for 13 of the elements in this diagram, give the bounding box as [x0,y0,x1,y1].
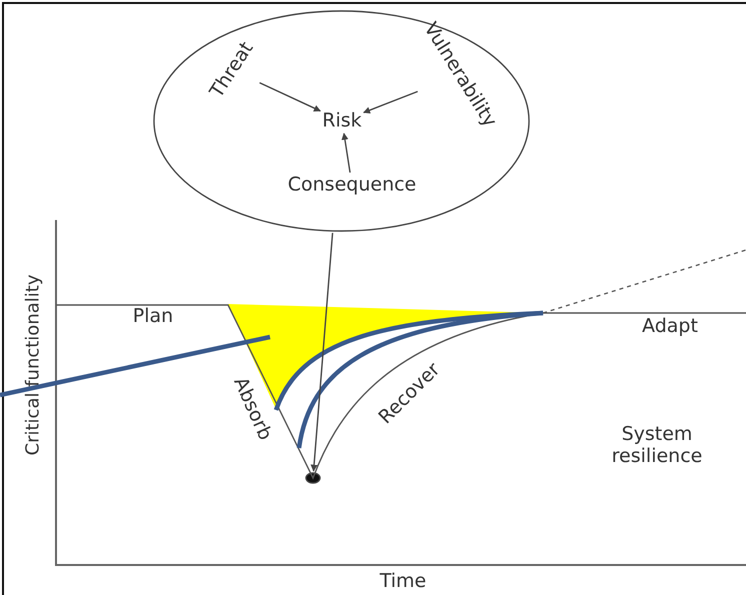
chart-note: System resilience [610,424,704,468]
axis-title: Time [380,571,426,593]
point-marker [305,472,321,484]
axis-title: Critical functionality [24,274,44,456]
arrow [259,82,321,112]
phase-label: Plan [132,306,174,328]
arrow [341,132,351,173]
risk-circle [153,10,530,232]
node-label: Consequence [288,174,416,196]
phase-label: Adapt [642,316,698,338]
arrow [310,232,334,472]
arrow [363,90,418,114]
node-label: Risk [322,110,362,132]
